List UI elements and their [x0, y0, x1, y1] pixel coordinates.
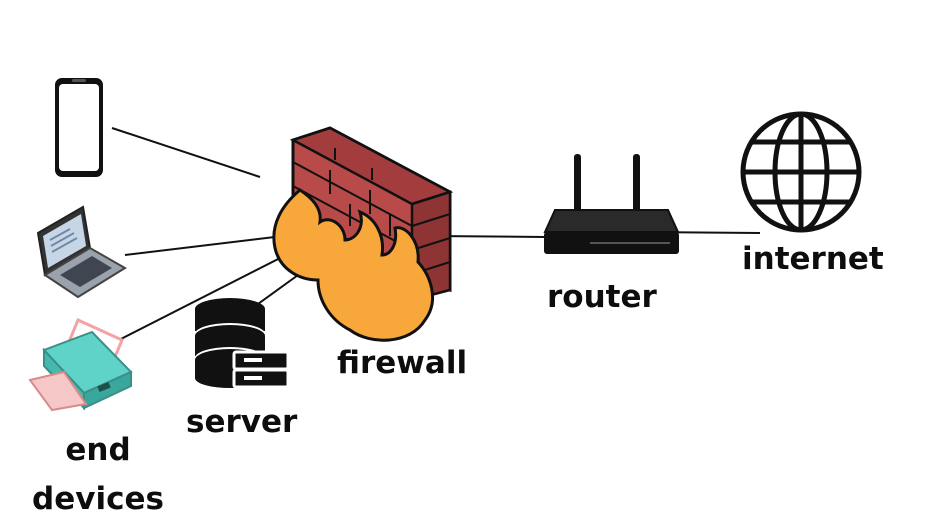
server-icon: [195, 298, 290, 389]
server-label: server: [186, 404, 298, 440]
link-laptop-firewall: [124, 235, 284, 256]
link-printer-firewall: [112, 252, 291, 344]
firewall-icon: [272, 126, 454, 342]
laptop-icon: [36, 205, 127, 299]
end-devices-label: end devices: [28, 426, 168, 524]
end-devices-label-line1: end: [65, 432, 131, 468]
end-devices-label-line2: devices: [32, 481, 164, 517]
router-label: router: [547, 279, 657, 315]
smartphone-icon: [55, 78, 103, 177]
link-phone-firewall: [111, 127, 261, 178]
internet-label: internet: [742, 241, 884, 277]
globe-icon: [740, 111, 862, 233]
firewall-label: firewall: [337, 345, 468, 381]
router-icon: [543, 154, 680, 254]
printer-icon: [28, 317, 133, 412]
